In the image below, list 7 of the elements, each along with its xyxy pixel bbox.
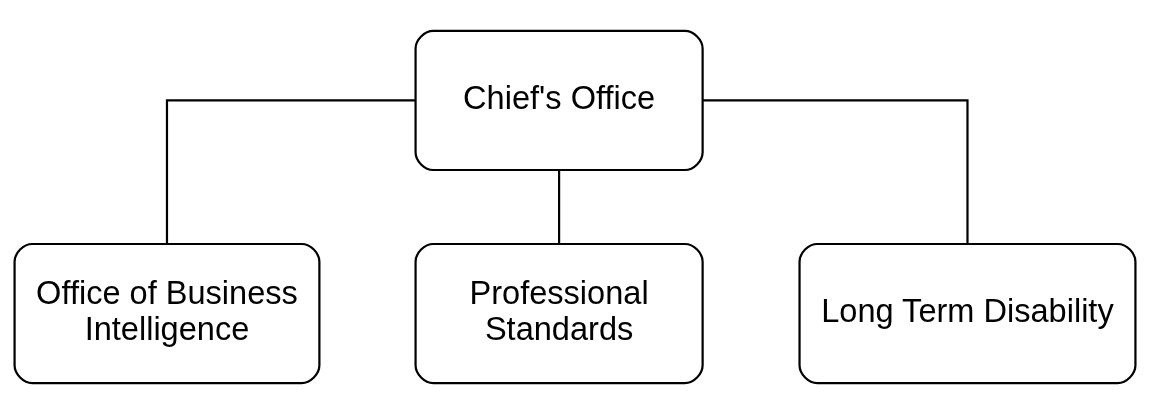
- node-box: Professional Standards: [414, 242, 704, 384]
- node-box: Long Term Disability: [798, 242, 1137, 384]
- node-box: Office of Business Intelligence: [13, 242, 321, 384]
- node-box: Chief's Office: [414, 29, 704, 171]
- connector: [703, 98, 969, 244]
- connector: [165, 98, 416, 244]
- connector: [558, 169, 561, 244]
